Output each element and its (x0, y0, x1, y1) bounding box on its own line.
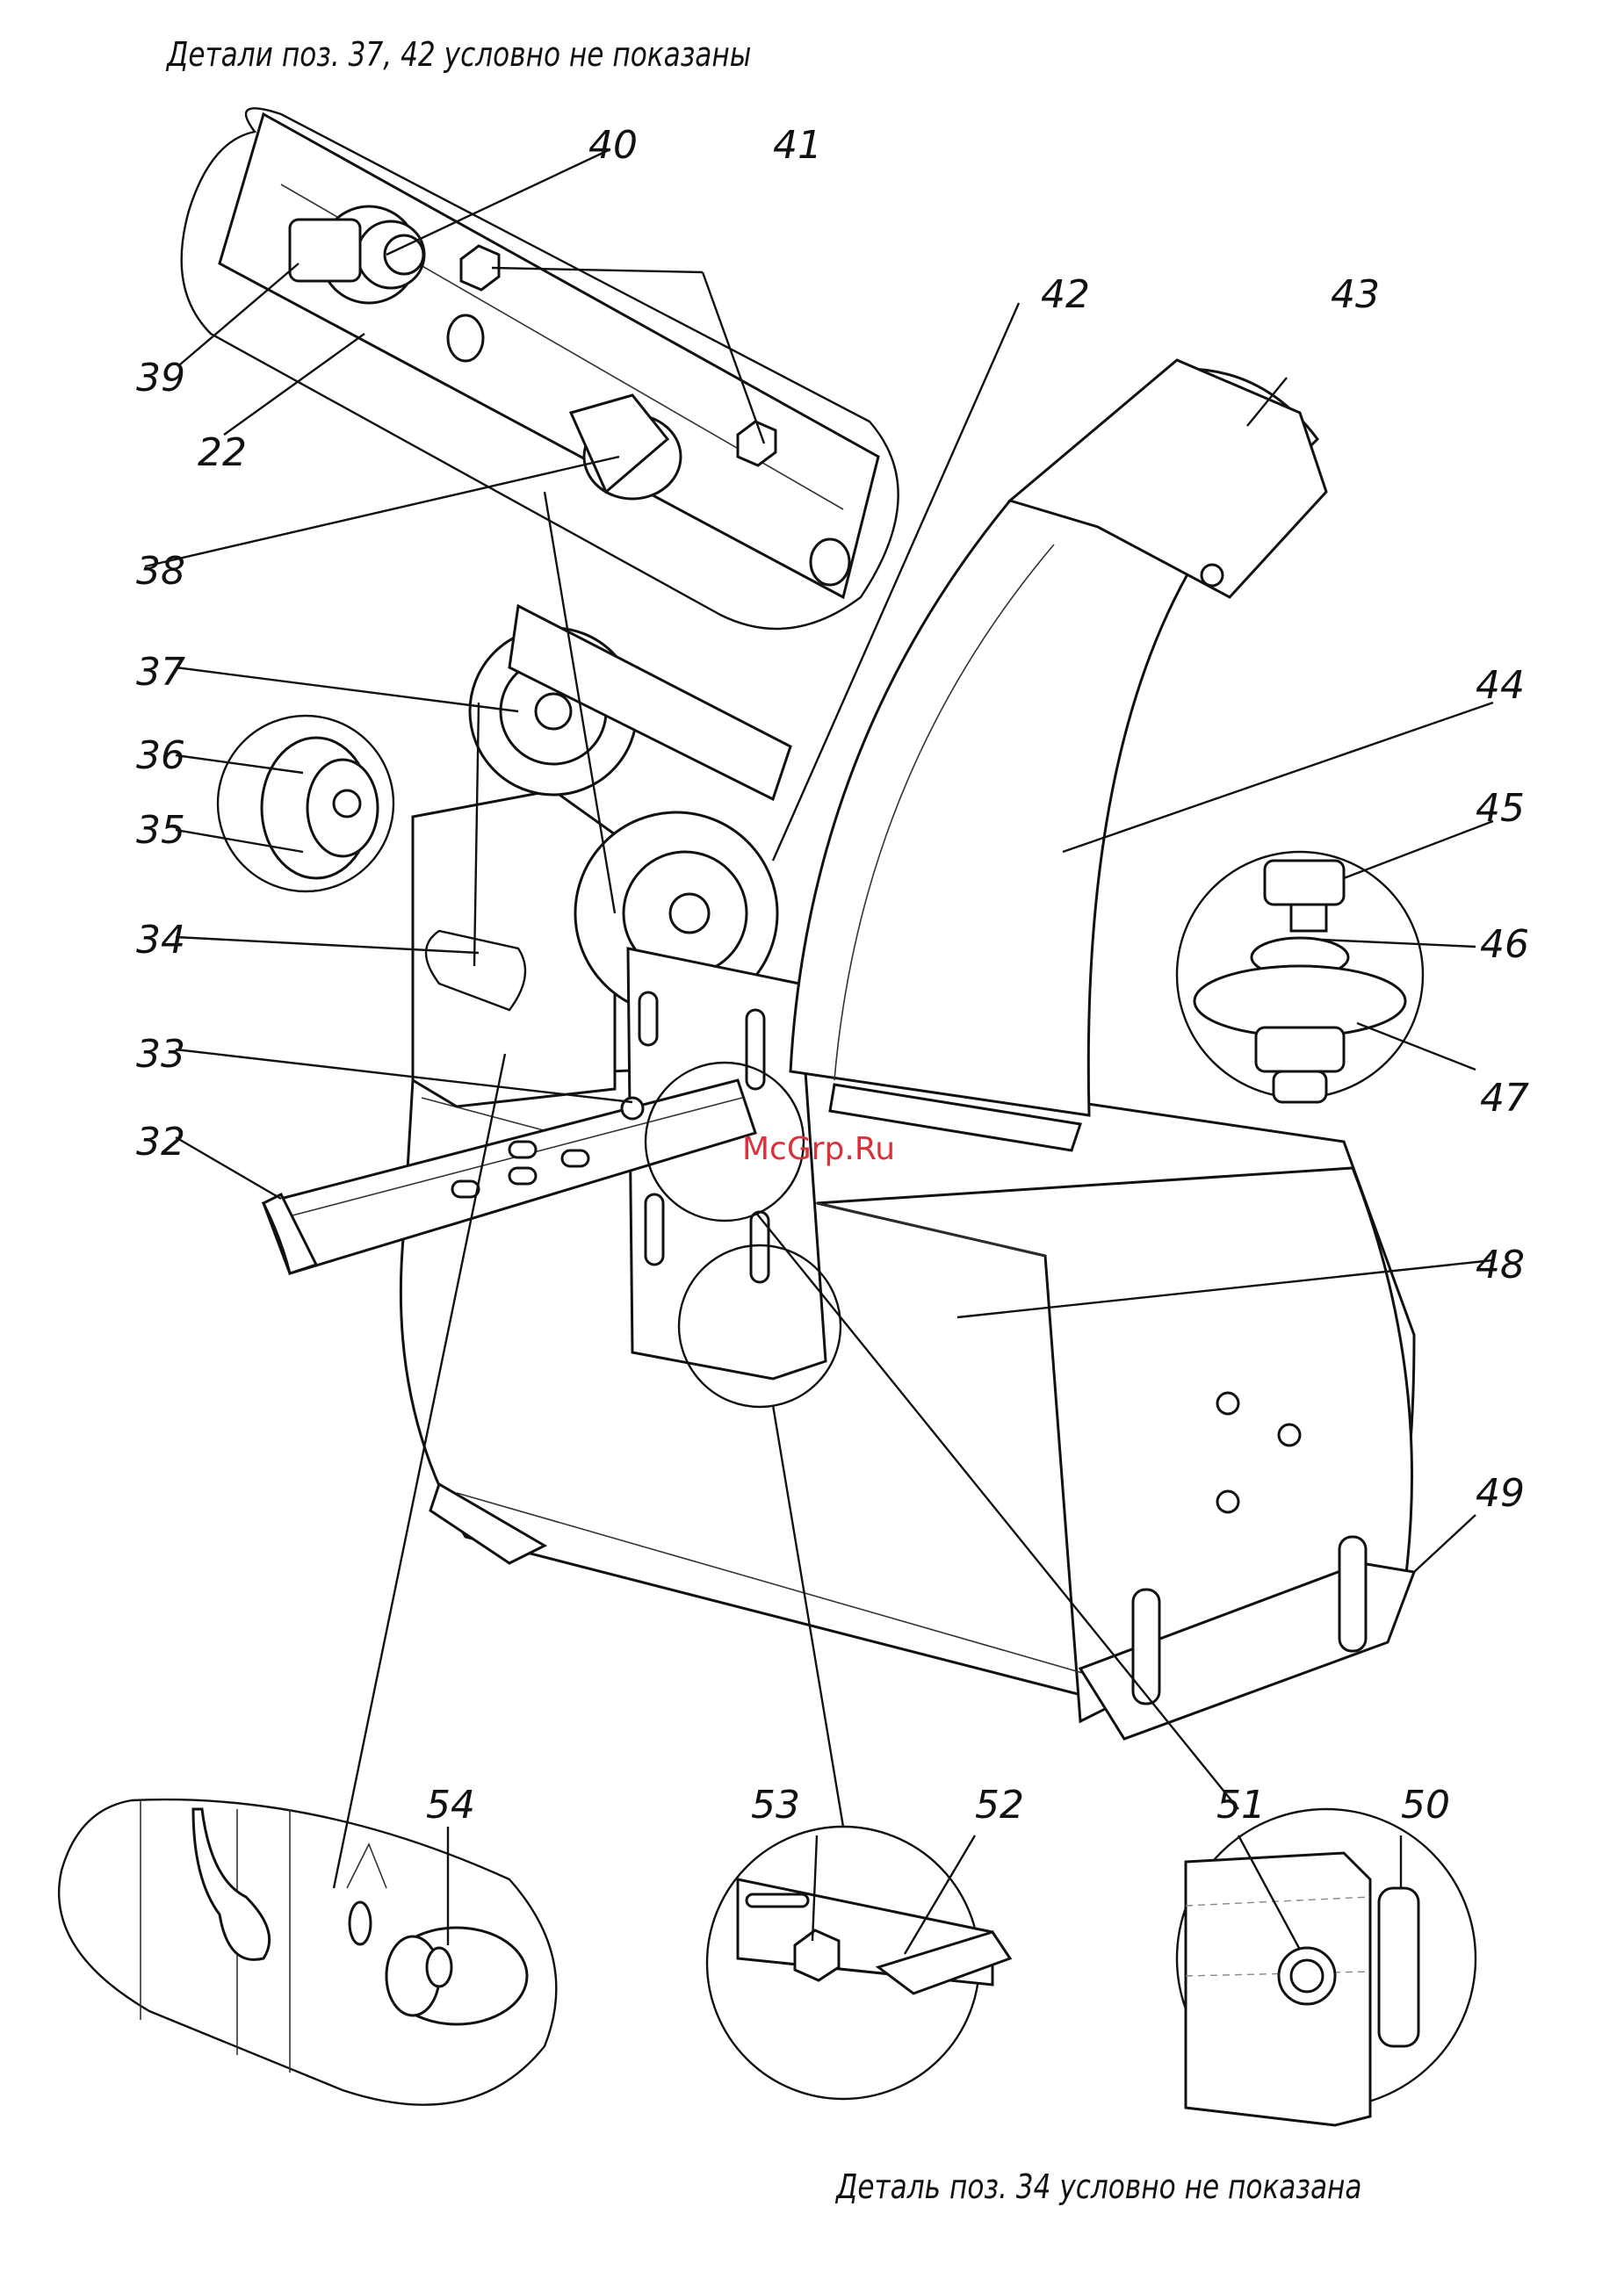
callout-22: 22 (198, 430, 247, 475)
callout-42: 42 (1041, 272, 1090, 317)
callout-39: 39 (136, 356, 185, 400)
callout-46: 46 (1480, 922, 1529, 967)
detail-view-bolt (1177, 852, 1423, 1102)
detail-view-shaft (182, 108, 899, 629)
callout-34: 34 (136, 918, 185, 963)
callout-37: 37 (136, 650, 185, 695)
callout-45: 45 (1476, 786, 1525, 831)
callout-52: 52 (975, 1783, 1024, 1828)
detail-view-pin (59, 1799, 556, 2105)
detail-view-flange (1177, 1809, 1476, 2125)
callout-36: 36 (136, 733, 185, 778)
callout-53: 53 (751, 1783, 800, 1828)
callout-51: 51 (1216, 1783, 1266, 1828)
callout-38: 38 (136, 549, 185, 594)
callout-47: 47 (1480, 1076, 1529, 1121)
callout-32: 32 (136, 1120, 185, 1165)
callout-41: 41 (773, 123, 822, 168)
callout-33: 33 (136, 1032, 185, 1077)
detail-view-plate (707, 1827, 1010, 2099)
callout-48: 48 (1476, 1243, 1525, 1287)
callout-54: 54 (426, 1783, 475, 1828)
callout-40: 40 (588, 123, 638, 168)
callout-35: 35 (136, 808, 185, 853)
callout-50: 50 (1401, 1783, 1450, 1828)
callout-44: 44 (1476, 663, 1525, 708)
watermark-logo: McGrp.Ru (742, 1131, 895, 1167)
callout-43: 43 (1331, 272, 1380, 317)
detail-view-bearing (218, 716, 393, 891)
callout-49: 49 (1476, 1471, 1525, 1516)
